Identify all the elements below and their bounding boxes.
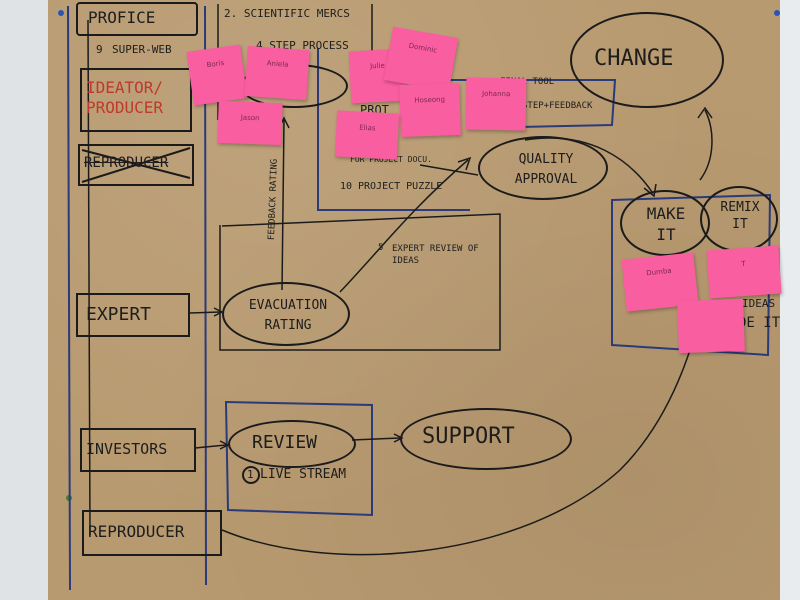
sticky-note: Johanna — [465, 77, 527, 131]
sticky-note: Hoseong — [399, 82, 461, 138]
step-process-label: 4 STEP PROCESS — [256, 39, 349, 52]
sticky-note: Elias — [334, 110, 400, 160]
expert-box: EXPERT — [76, 293, 190, 337]
sticky-note-blank — [677, 298, 745, 354]
live-stream-label: LIVE STREAM — [260, 467, 347, 482]
quality-approval-label: QUALITY APPROVAL — [514, 152, 578, 187]
make-it-oval: MAKE IT — [620, 190, 710, 256]
quality-approval-oval: QUALITY APPROVAL — [478, 136, 608, 200]
wall — [780, 0, 800, 600]
remix-it-label: REMIX IT — [720, 200, 760, 232]
review-label: REVIEW — [252, 432, 318, 453]
support-oval: SUPPORT — [400, 408, 572, 470]
reproducer-box: REPRODUCER — [82, 510, 222, 556]
investors-label: INVESTORS — [86, 440, 168, 458]
step-feedback-label: STEP+FEEDBACK — [522, 101, 593, 111]
sticky-note: T — [706, 245, 782, 299]
scientific-mercs-label: 2. SCIENTIFIC MERCS — [224, 7, 350, 20]
project-puzzle-number: 10 — [340, 181, 353, 192]
expert-review-number: 5 — [378, 243, 384, 253]
sticky-note: Dominic — [383, 26, 459, 92]
project-puzzle-label: PROJECT PUZZLE — [358, 181, 443, 192]
remix-it-oval: REMIX IT — [700, 186, 778, 252]
sticky-note: Boris — [186, 44, 248, 106]
made-it-label: DE IT — [738, 315, 781, 331]
sticky-note: Jason — [217, 100, 283, 146]
review-oval: REVIEW — [228, 420, 356, 468]
project-docu-label: FOR PROJECT DOCU. — [350, 155, 432, 164]
make-it-label: MAKE IT — [646, 204, 686, 244]
pushpin — [774, 10, 780, 16]
live-stream-number: 1 — [247, 468, 254, 481]
final-tool-label: FINAL TOOL — [500, 77, 555, 87]
evaluation-rating-label: EVACUATION RATING — [248, 298, 328, 333]
expert-review-label: EXPERT REVIEW OF IDEAS — [392, 244, 479, 266]
change-label: CHANGE — [594, 46, 674, 71]
ideator-producer-label: IDEATOR/ PRODUCER — [86, 78, 164, 117]
reproducer-crossed-label: REPRODUCER — [84, 155, 169, 171]
live-stream-number-circle: 1 — [242, 466, 260, 484]
expert-label: EXPERT — [86, 304, 152, 325]
change-oval: CHANGE — [570, 12, 724, 108]
reproducer-crossed-box: REPRODUCER — [78, 144, 194, 186]
evaluation-rating-oval: EVACUATION RATING — [222, 282, 350, 346]
investors-box: INVESTORS — [80, 428, 196, 472]
support-label: SUPPORT — [422, 424, 515, 449]
super-web-number: 9 — [96, 43, 103, 56]
super-web-label: SUPER-WEB — [112, 43, 172, 56]
sticky-note: Aniela — [244, 45, 310, 101]
pushpin — [58, 10, 64, 16]
reproducer-label: REPRODUCER — [88, 522, 185, 541]
profile-box: PROFICE — [76, 2, 198, 36]
ideas-label: IDEAS — [742, 297, 776, 310]
profile-label: PROFICE — [88, 8, 156, 27]
ideator-producer-box: IDEATOR/ PRODUCER — [80, 68, 192, 132]
